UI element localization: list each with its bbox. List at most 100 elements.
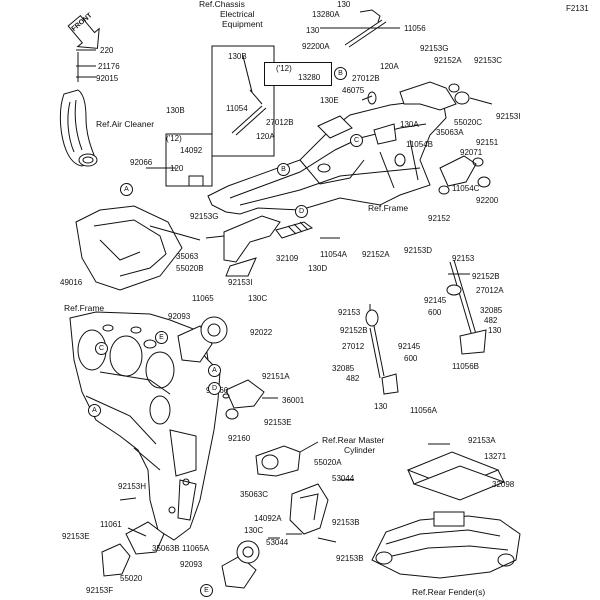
part-13280A: 13280A — [312, 10, 340, 19]
rear-fender-illustration — [371, 511, 521, 579]
part-13280: 13280 — [298, 73, 321, 82]
part-92200: 92200 — [476, 196, 499, 205]
part-120A: 120A — [380, 62, 399, 71]
marker-b: B — [277, 163, 290, 176]
footrest-bracket-left-illustration — [101, 521, 165, 577]
part-11065A: 11065A — [182, 544, 209, 553]
marker-e: E — [200, 584, 213, 597]
footrest-right-illustration — [373, 123, 491, 195]
marker-d: D — [208, 382, 221, 395]
part-11061: 11061 — [100, 520, 122, 529]
part-92153E: 92153E — [264, 418, 292, 427]
marker-c: C — [350, 134, 363, 147]
part-11056A: 11056A — [410, 406, 437, 415]
part-36001: 36001 — [282, 396, 305, 405]
marker-d: D — [295, 205, 308, 218]
part-92153B: 92153B — [336, 554, 364, 563]
footrest-bracket-right-illustration — [361, 81, 493, 111]
part-92071: 92071 — [460, 148, 483, 157]
marker-b: B — [334, 67, 347, 80]
part-14092A: 14092A — [254, 514, 282, 523]
part-600: 600 — [428, 308, 442, 317]
ref-frame-top: Ref.Frame — [368, 203, 409, 213]
tail-tray-illustration — [406, 451, 506, 501]
diagram-code: F2131 — [566, 4, 589, 13]
part-92153D: 92153D — [404, 246, 433, 255]
part-92153: 92153 — [338, 308, 361, 317]
part-220: 220 — [100, 46, 114, 55]
part-11065: 11065 — [192, 294, 214, 303]
rear-subframe-illustration — [207, 99, 447, 215]
part-92153C: 92153C — [474, 56, 503, 65]
part-21176: 21176 — [98, 62, 120, 71]
main-frame-illustration — [69, 311, 221, 541]
part-11054C: 11054C — [452, 184, 480, 193]
part-32109: 32109 — [276, 254, 299, 263]
part-92153I: 92153I — [496, 112, 521, 121]
part-92153A: 92153A — [468, 436, 496, 445]
part-53044: 53044 — [266, 538, 289, 547]
part-92152: 92152 — [428, 214, 451, 223]
ref-rear-fender: Ref.Rear Fender(s) — [412, 587, 486, 597]
part-120: 120 — [170, 164, 184, 173]
part-600: 600 — [404, 354, 418, 363]
part-32085: 32085 — [480, 306, 503, 315]
part-92153B: 92153B — [332, 518, 360, 527]
part-92145: 92145 — [424, 296, 447, 305]
ref-chassis-electrical-2: Electrical — [220, 9, 255, 19]
part-32085: 32085 — [332, 364, 355, 373]
part-32098: 32098 — [492, 480, 515, 489]
ref-rear-master: Ref.Rear Master — [322, 435, 385, 445]
part-53044: 53044 — [332, 474, 355, 483]
rear-brake-bracket-illustration — [255, 441, 319, 477]
part-130C: 130C — [248, 294, 268, 303]
marker-c: C — [95, 342, 108, 355]
part-482: 482 — [484, 316, 498, 325]
part-55020: 55020 — [120, 574, 143, 583]
part-92152B: 92152B — [340, 326, 368, 335]
part-130B: 130B — [166, 106, 185, 115]
part-92153G: 92153G — [190, 212, 219, 221]
marker-e: E — [155, 331, 168, 344]
pivot-cover-lower-illustration — [221, 540, 260, 589]
part-27012A: 27012A — [476, 286, 504, 295]
year-note-b: ('12) — [166, 134, 182, 143]
part-11054: 11054 — [226, 104, 248, 113]
part-92015: 92015 — [96, 74, 119, 83]
part-92153E: 92153E — [62, 532, 90, 541]
part-130A: 130A — [400, 120, 419, 129]
part-35063: 35063 — [176, 252, 199, 261]
part-92151A: 92151A — [262, 372, 290, 381]
part-92066: 92066 — [130, 158, 153, 167]
part-92145: 92145 — [398, 342, 421, 351]
bracket-36001-illustration — [222, 379, 278, 420]
part-92153: 92153 — [452, 254, 475, 263]
air-duct-illustration — [59, 89, 98, 167]
part-130: 130 — [306, 26, 320, 35]
marker-a: A — [88, 404, 101, 417]
heel-guard-illustration — [289, 483, 329, 535]
pivot-cover-upper-illustration — [177, 316, 228, 363]
part-11054B: 11054B — [406, 140, 433, 149]
ref-air-cleaner: Ref.Air Cleaner — [96, 119, 155, 129]
part-49016: 49016 — [60, 278, 83, 287]
part-55020C: 55020C — [454, 118, 483, 127]
part-130: 130 — [374, 402, 388, 411]
part-130D: 130D — [308, 264, 328, 273]
part-92152B: 92152B — [472, 272, 500, 281]
part-92093: 92093 — [168, 312, 191, 321]
part-35063B: 35063B — [152, 544, 180, 553]
marker-a: A — [120, 183, 133, 196]
part-92153F: 92153F — [86, 586, 114, 595]
marker-a: A — [208, 364, 221, 377]
part-27012: 27012 — [342, 342, 365, 351]
part-27012B: 27012B — [352, 74, 380, 83]
part-120A: 120A — [256, 132, 275, 141]
part-92022: 92022 — [250, 328, 273, 337]
part-92151: 92151 — [476, 138, 499, 147]
part-92152A: 92152A — [434, 56, 462, 65]
part-11054A: 11054A — [320, 250, 347, 259]
part-27012B: 27012B — [266, 118, 294, 127]
